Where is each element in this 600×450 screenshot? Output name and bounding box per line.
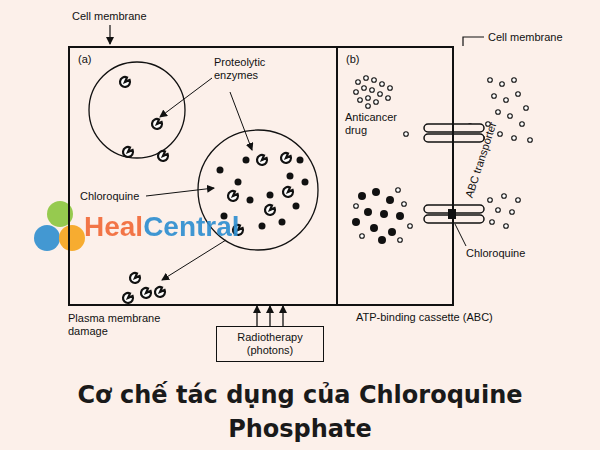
panel-b: (b) bbox=[336, 46, 454, 306]
caption-label: ATP-binding cassette (ABC) bbox=[356, 311, 493, 324]
chloroquine-cluster bbox=[352, 188, 520, 244]
proteolytic-enzymes bbox=[120, 77, 168, 161]
enzyme-label: Proteolytic enzymes bbox=[214, 56, 294, 82]
radiation-arrows bbox=[257, 306, 283, 326]
membrane-label: Cell membrane bbox=[72, 10, 147, 23]
watermark: HealCentral bbox=[84, 211, 240, 243]
drug-label: Anticancer drug bbox=[345, 111, 405, 137]
anticancer-drug-dots bbox=[354, 76, 533, 143]
membrane-label: Cell membrane bbox=[488, 31, 563, 44]
chloroquine-label: Chloroquine bbox=[466, 247, 525, 260]
panel-tag: (b) bbox=[346, 53, 359, 65]
box-text: Radiotherapy (photons) bbox=[223, 331, 317, 357]
logo-icon bbox=[34, 201, 85, 251]
radiotherapy-box: Radiotherapy (photons) bbox=[216, 326, 324, 362]
chloroquine-label: Chloroquine bbox=[80, 190, 139, 203]
released-enzymes bbox=[123, 273, 165, 303]
panel-a: (a) bbox=[68, 46, 338, 306]
panel-tag: (a) bbox=[78, 53, 91, 65]
caption-label: Plasma membrane damage bbox=[68, 312, 180, 338]
title: Cơ chế tác dụng của Chloroquine Phosphat… bbox=[40, 378, 560, 446]
